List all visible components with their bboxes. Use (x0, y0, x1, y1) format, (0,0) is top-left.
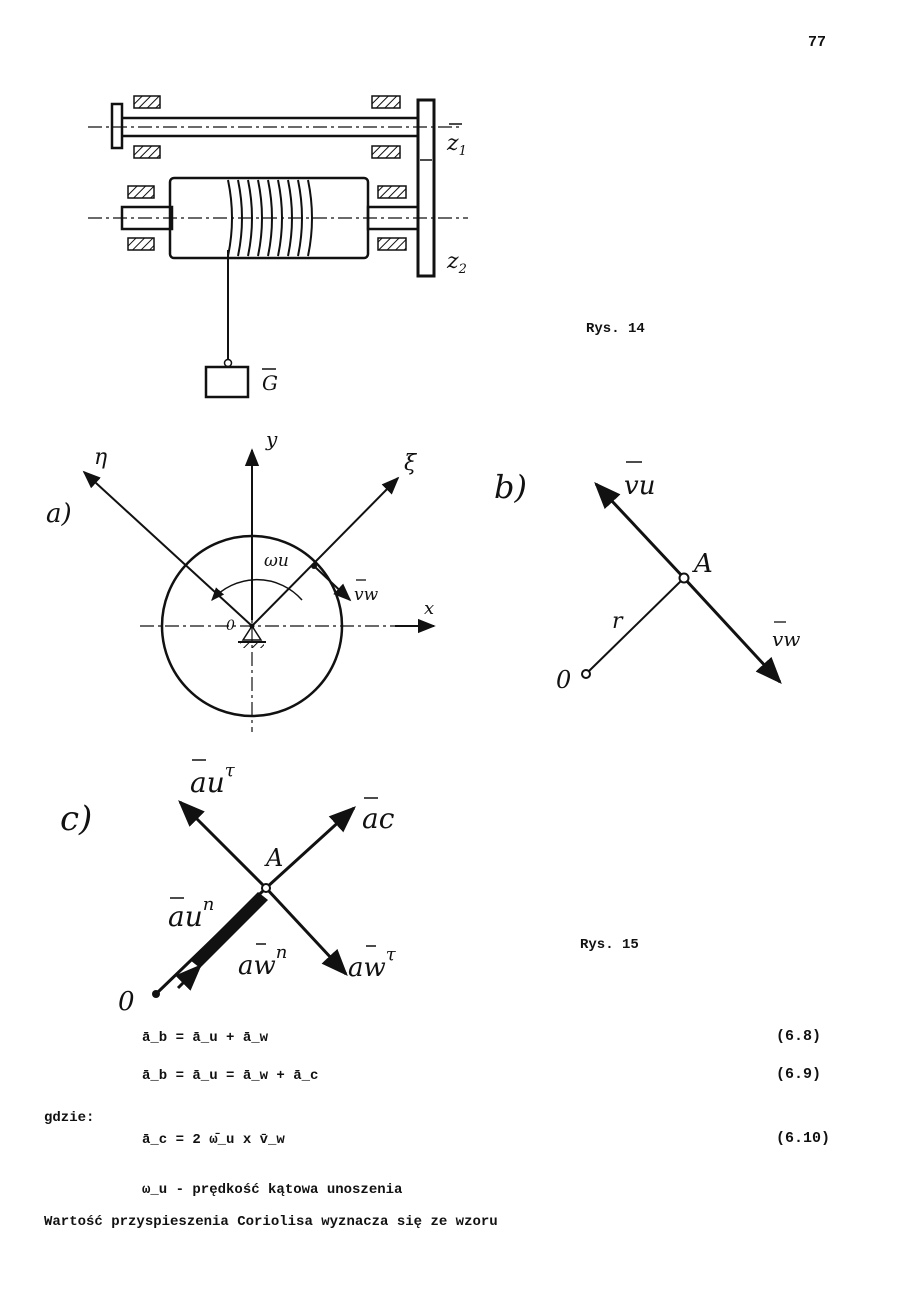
panel-c-tag: c) (60, 799, 92, 839)
equation-6-8-number: (6.8) (776, 1028, 822, 1045)
drum-assembly (88, 176, 468, 399)
caption-rys-15: Rys. 15 (580, 937, 639, 953)
equation-6-9-number: (6.9) (776, 1066, 822, 1083)
ac-label: ac (362, 802, 395, 835)
gear-plate (416, 98, 436, 278)
vu-label: vu (624, 471, 655, 501)
label-z1: z1 (446, 131, 467, 159)
aw-n-label: awn (238, 942, 287, 981)
axis-xi-label: ξ (404, 451, 418, 476)
figure-15b (581, 482, 782, 684)
where-label: gdzie: (44, 1110, 95, 1126)
equation-6-10: ā_c = 2 ω̄_u x v̄_w (142, 1132, 285, 1148)
label-z2: z2 (446, 249, 467, 277)
page-number: 77 (808, 34, 827, 51)
origin-b: 0 (556, 666, 571, 694)
panel-b-tag: b) (494, 468, 527, 506)
au-tau-label: auτ (190, 760, 236, 799)
axis-x-label: x (424, 598, 434, 619)
equation-6-10-number: (6.10) (776, 1130, 831, 1147)
vw-label-b: vw (772, 627, 800, 651)
omega-u-label: ωu (264, 551, 289, 571)
point-A-c: A (264, 844, 283, 872)
vw-label-a: vw (354, 585, 379, 605)
figure-15c (152, 800, 356, 998)
point-A-b: A (692, 549, 713, 579)
closing-line: Wartość przyspieszenia Coriolisa wyznacz… (44, 1214, 498, 1230)
origin-a: 0 (226, 618, 235, 634)
equation-6-8: ā_b = ā_u + ā_w (142, 1030, 269, 1046)
aw-tau-label: awτ (348, 944, 397, 983)
au-n-label: aun (168, 894, 214, 933)
caption-rys-14: Rys. 14 (586, 321, 645, 337)
panel-a-tag: a) (46, 499, 72, 529)
axis-y-label: y (265, 427, 278, 451)
radius-r-label: r (612, 609, 624, 634)
figure-15a (82, 448, 436, 732)
omega-definition: ω_u - prędkość kątowa unoszenia (142, 1182, 403, 1198)
axis-eta-label: η (94, 445, 107, 470)
upper-shaft (88, 95, 462, 159)
origin-c: 0 (118, 987, 135, 1017)
label-G: G (262, 371, 278, 395)
equation-6-9: ā_b = ā_u = ā_w + ā_c (142, 1068, 319, 1084)
